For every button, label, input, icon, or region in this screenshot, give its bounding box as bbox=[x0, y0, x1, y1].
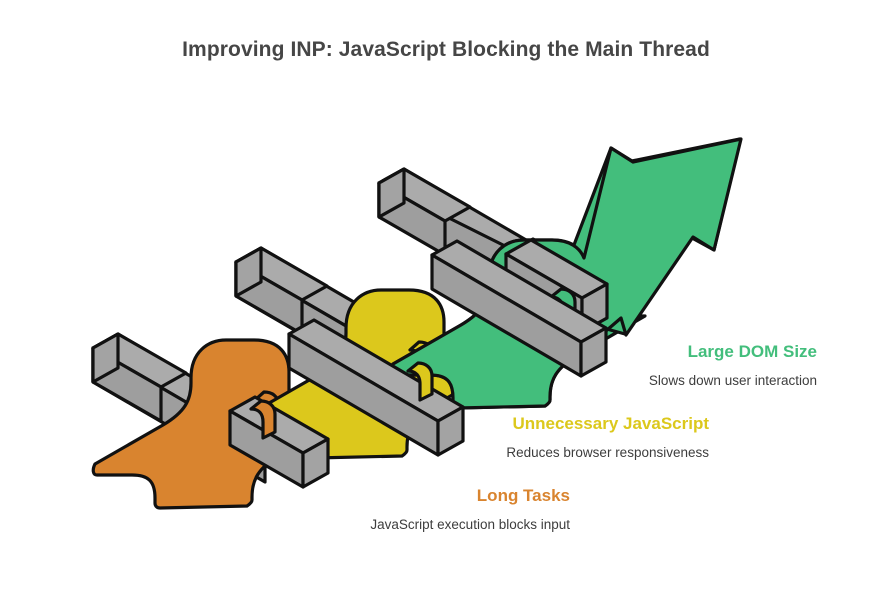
hurdle-bar-1-right-stub bbox=[228, 395, 330, 489]
hurdle-bar-3-overlay bbox=[377, 167, 472, 257]
legend-title-long-tasks: Long Tasks bbox=[476, 486, 570, 505]
legend-item-large-dom-size[interactable]: Large DOM Size Slows down user interacti… bbox=[649, 341, 817, 391]
legend-item-long-tasks[interactable]: Long Tasks JavaScript execution blocks i… bbox=[370, 485, 570, 535]
hurdle-bar-2-overlay bbox=[234, 246, 329, 336]
legend-title-unnecessary-javascript: Unnecessary JavaScript bbox=[512, 414, 709, 433]
ribbon-tuck-yellow-overlay bbox=[406, 361, 434, 402]
legend-subtitle-long-tasks: JavaScript execution blocks input bbox=[370, 517, 570, 532]
legend-subtitle-large-dom-size: Slows down user interaction bbox=[648, 373, 817, 388]
legend-subtitle-unnecessary-javascript: Reduces browser responsiveness bbox=[506, 445, 709, 460]
hurdle-bar-3-tail bbox=[430, 239, 608, 378]
hurdle-bar-1-left-stub bbox=[91, 332, 188, 423]
page-title: Improving INP: JavaScript Blocking the M… bbox=[182, 38, 710, 61]
legend-item-unnecessary-javascript[interactable]: Unnecessary JavaScript Reduces browser r… bbox=[506, 413, 709, 463]
legend-title-large-dom-size: Large DOM Size bbox=[687, 342, 817, 361]
ribbon-tuck-orange-overlay bbox=[249, 399, 277, 440]
